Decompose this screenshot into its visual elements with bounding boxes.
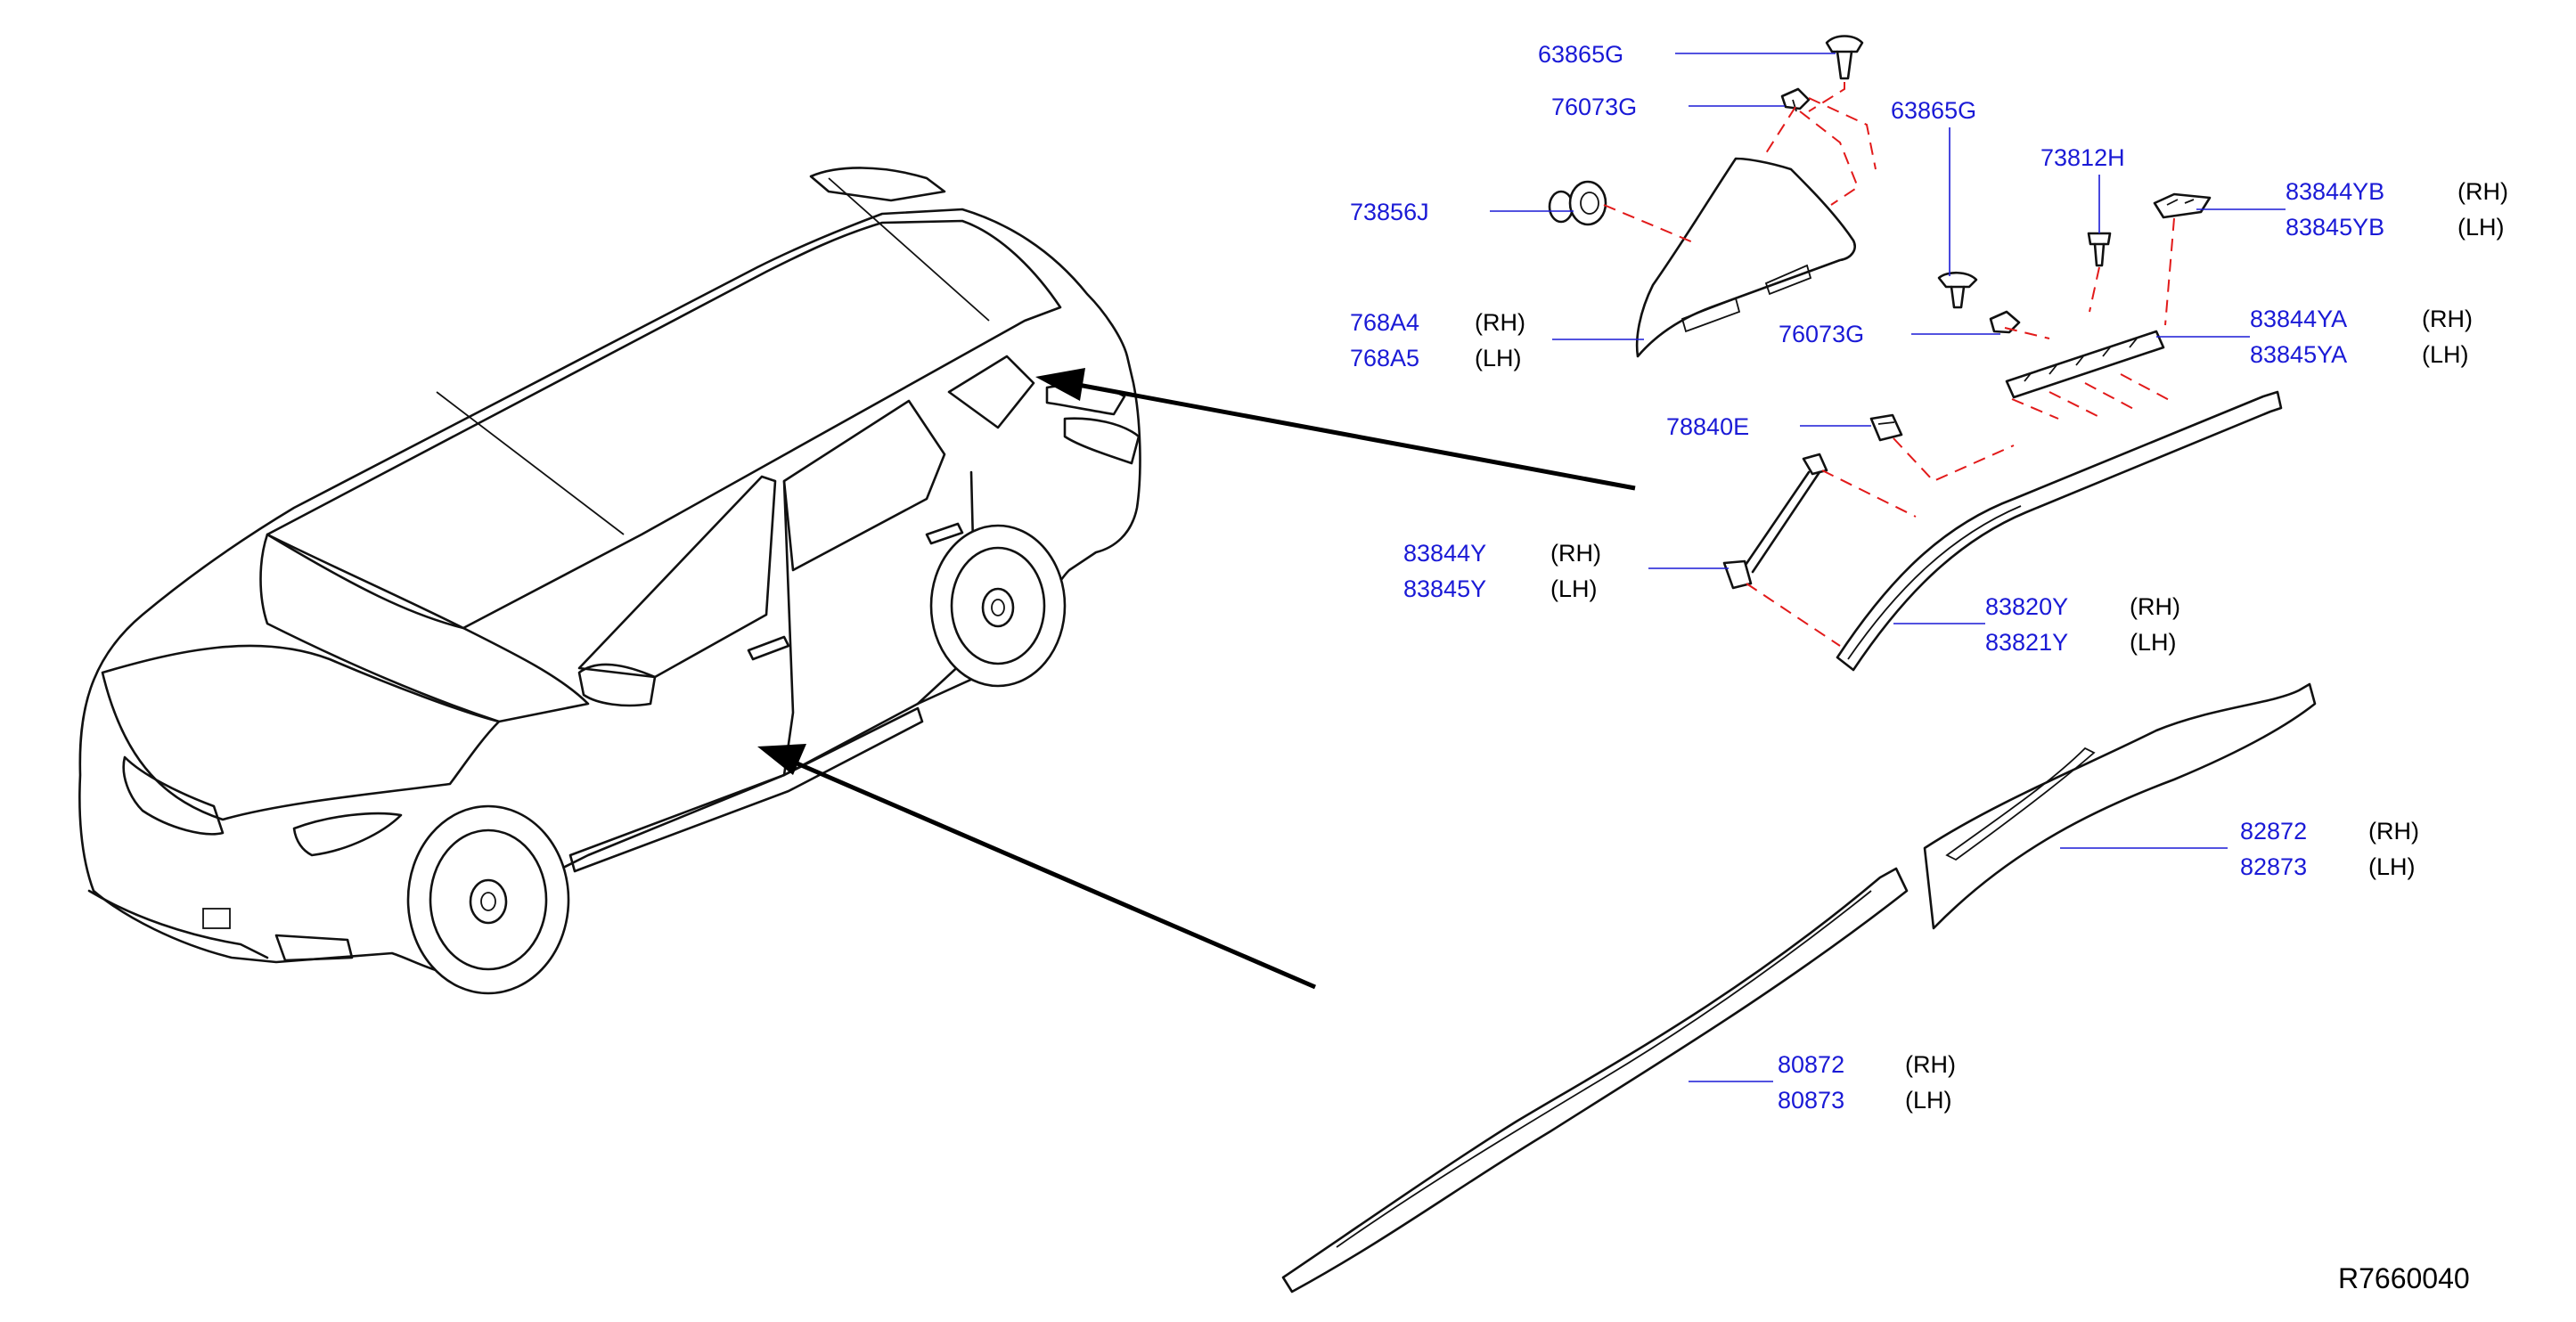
- pointer-arrows: [757, 368, 1636, 990]
- callout-c12-side: (LH): [2422, 341, 2469, 368]
- headlamp: [292, 812, 403, 857]
- windshield: [259, 533, 590, 723]
- callout-c11-side: (RH): [2422, 306, 2473, 332]
- rear-wheel: [929, 524, 1067, 688]
- front-door-handle: [747, 635, 790, 661]
- callout-c19-side: (LH): [2368, 853, 2416, 880]
- roof-spoiler: [809, 167, 946, 202]
- callout-c3-part: 73856J: [1350, 199, 1429, 225]
- arrowhead-rear-pillar: [1035, 368, 1085, 401]
- roof-rail-front: [436, 391, 625, 535]
- roof-moulding-83820y-shape: [1836, 390, 2283, 672]
- callout-c18-part: 82872: [2240, 818, 2308, 845]
- vehicle-roof: [266, 219, 1062, 630]
- screw-73812h-shape: [2087, 232, 2112, 267]
- callout-c8-side: (RH): [2457, 178, 2508, 205]
- callout-c5-part: 768A5: [1350, 345, 1420, 371]
- callout-c11-part: 83844YA: [2250, 306, 2348, 332]
- rocker-panel: [568, 706, 924, 873]
- callout-c7-part: 73812H: [2040, 144, 2125, 171]
- callout-c1-part: 63865G: [1538, 41, 1624, 68]
- bracket-83844yb-shape: [2153, 192, 2212, 219]
- vehicle-body-outline: [78, 208, 1141, 978]
- callout-c20-part: 80872: [1778, 1051, 1845, 1078]
- arrow-to-rocker: [792, 759, 1316, 990]
- callout-c19-part: 82873: [2240, 853, 2308, 880]
- leader-lines: [1490, 53, 2286, 1082]
- callout-c16-part: 83820Y: [1985, 593, 2069, 620]
- clip-76073g-right-shape: [1989, 310, 2021, 334]
- door-moulding-80872-shape: [1281, 867, 1909, 1293]
- hood: [101, 644, 501, 821]
- fastener-78840e-shape: [1869, 413, 1903, 442]
- door-moulding-82872-shape: [1923, 682, 2317, 930]
- bracket-83844y-shape: [1722, 453, 1828, 590]
- callout-c9-part: 83845YB: [2286, 214, 2385, 241]
- vehicle-illustration: [78, 167, 1141, 995]
- side-mirror: [577, 663, 657, 707]
- front-door-window: [577, 475, 777, 679]
- rear-pillar-garnish-shape: [1635, 157, 1856, 358]
- callout-c2-part: 76073G: [1551, 94, 1638, 120]
- rear-quarter-window: [947, 355, 1035, 429]
- callout-c15-side: (LH): [1550, 575, 1598, 602]
- callout-c4-part: 768A4: [1350, 309, 1420, 336]
- callout-c16-side: (RH): [2130, 593, 2180, 620]
- callout-c6-part: 63865G: [1891, 97, 1977, 124]
- callout-c20-side: (RH): [1905, 1051, 1956, 1078]
- roof-rail-side: [828, 177, 990, 322]
- exploded-parts: [1281, 35, 2317, 1293]
- callout-c9-side: (LH): [2457, 214, 2505, 241]
- clip-63865g-top-shape: [1825, 35, 1864, 80]
- callout-c14-side: (RH): [1550, 540, 1601, 567]
- clip-63865g-right-shape: [1937, 271, 1978, 309]
- front-wheel: [406, 804, 570, 995]
- callout-c21-side: (LH): [1905, 1087, 1952, 1114]
- front-bumper: [87, 889, 269, 959]
- callout-c15-part: 83845Y: [1403, 575, 1487, 602]
- callout-c18-side: (RH): [2368, 818, 2419, 845]
- diagram-reference-code: R7660040: [2338, 1262, 2470, 1294]
- clip-76073g-top-shape: [1780, 87, 1811, 112]
- rear-door-handle: [925, 522, 964, 545]
- arrow-to-rear-pillar: [1077, 382, 1636, 491]
- front-grille: [122, 755, 225, 836]
- fog-lamp-right: [274, 934, 354, 962]
- callout-c10-part: 76073G: [1779, 321, 1865, 347]
- callout-c17-side: (LH): [2130, 629, 2177, 656]
- arrowhead-rocker: [757, 744, 806, 775]
- callout-c21-part: 80873: [1778, 1087, 1845, 1114]
- taillamp: [1063, 417, 1141, 465]
- callout-c14-part: 83844Y: [1403, 540, 1487, 567]
- callout-c5-side: (LH): [1475, 345, 1522, 371]
- grommet-73856j-shape: [1548, 180, 1607, 226]
- fog-lamp: [202, 908, 231, 929]
- clip-strip-83844ya-shape: [2005, 330, 2165, 399]
- callout-c4-side: (RH): [1475, 309, 1525, 336]
- callout-c12-part: 83845YA: [2250, 341, 2348, 368]
- callout-c8-part: 83844YB: [2286, 178, 2385, 205]
- install-lines: [1603, 82, 2175, 647]
- callout-c13-part: 78840E: [1666, 413, 1750, 440]
- callout-c17-part: 83821Y: [1985, 629, 2069, 656]
- rear-door-window: [782, 399, 946, 572]
